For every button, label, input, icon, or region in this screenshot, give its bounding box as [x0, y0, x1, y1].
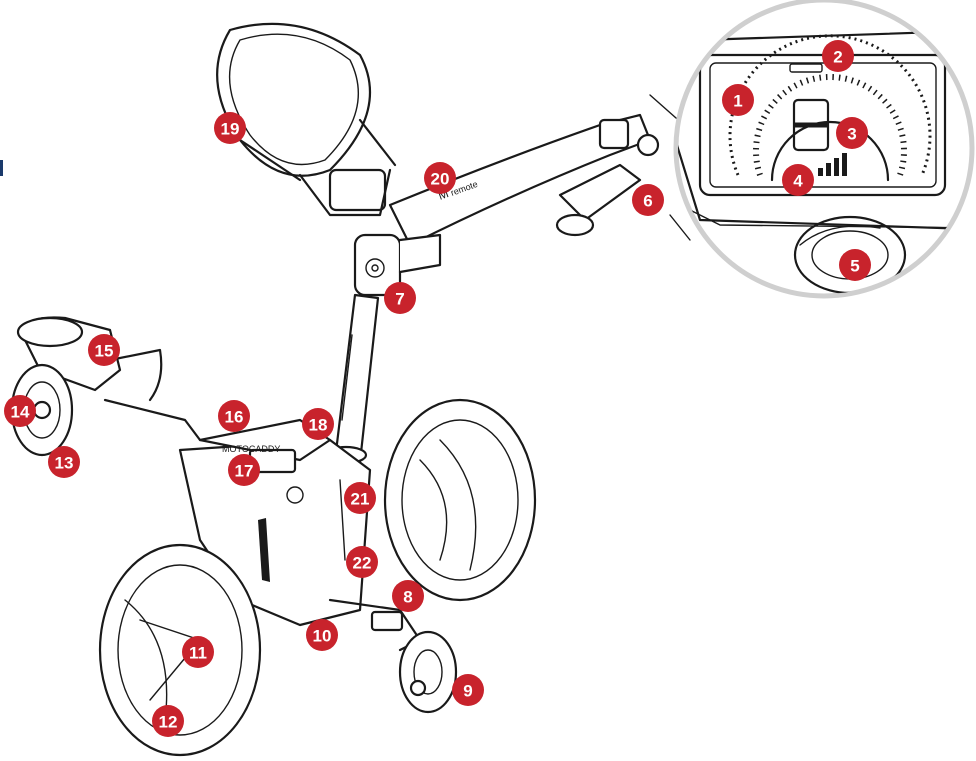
callout-marker: [722, 84, 754, 116]
callout-8: 8: [392, 580, 424, 612]
callout-3: 3: [836, 117, 868, 149]
callout-13: 13: [48, 446, 80, 478]
callout-number: 22: [353, 554, 372, 573]
callout-number: 19: [221, 120, 240, 139]
callout-number: 20: [431, 170, 450, 189]
callout-number: 18: [309, 416, 328, 435]
callout-7: 7: [384, 282, 416, 314]
callout-14: 14: [4, 395, 36, 427]
callout-number: 12: [159, 713, 178, 732]
callout-10: 10: [306, 619, 338, 651]
battery-indicator: [789, 63, 823, 73]
left-wheel: [98, 543, 262, 757]
display-zoom-inset: [649, 0, 975, 299]
callout-12: 12: [152, 705, 184, 737]
callout-marker: [822, 40, 854, 72]
callout-22: 22: [346, 546, 378, 578]
callout-marker: [344, 482, 376, 514]
handle-bar: [388, 113, 660, 247]
callout-16: 16: [218, 400, 250, 432]
callout-number: 9: [463, 682, 472, 701]
callout-number: 2: [833, 48, 842, 67]
callout-marker: [384, 282, 416, 314]
callout-marker: [228, 454, 260, 486]
callout-marker: [152, 705, 184, 737]
speed-digit: [792, 98, 830, 152]
callout-number: 8: [403, 588, 412, 607]
signal-bars: [818, 153, 847, 176]
chassis-brand: MOTOCADDY: [222, 444, 280, 454]
callout-marker: [839, 249, 871, 281]
callout-number: 6: [643, 192, 652, 211]
front-wheel-assembly: [328, 598, 458, 714]
callout-number: 21: [351, 490, 370, 509]
callout-marker: [424, 162, 456, 194]
callout-number: 16: [225, 408, 244, 427]
callout-number: 1: [733, 92, 742, 111]
callout-number: 3: [847, 125, 856, 144]
callout-11: 11: [182, 636, 214, 668]
callout-marker: [218, 400, 250, 432]
callout-number: 13: [55, 454, 74, 473]
callout-marker: [392, 580, 424, 612]
callout-number: 5: [850, 257, 859, 276]
callout-number: 4: [793, 172, 803, 191]
callout-marker: [306, 619, 338, 651]
callout-2: 2: [822, 40, 854, 72]
callout-marker: [48, 446, 80, 478]
front-accessory-wheel: [10, 363, 74, 457]
callout-marker: [346, 546, 378, 578]
callout-18: 18: [302, 408, 334, 440]
callout-number: 17: [235, 462, 254, 481]
callout-number: 14: [11, 403, 30, 422]
lower-bag-support: [16, 316, 202, 442]
callout-21: 21: [344, 482, 376, 514]
callout-number: 15: [95, 342, 114, 361]
callout-marker: [182, 636, 214, 668]
hinge-remote-holder: [353, 233, 442, 297]
callout-6: 6: [632, 184, 664, 216]
right-wheel: [383, 398, 537, 602]
callout-15: 15: [88, 334, 120, 366]
callout-marker: [632, 184, 664, 216]
callout-9: 9: [452, 674, 484, 706]
callout-number: 7: [395, 290, 404, 309]
callout-19: 19: [214, 112, 246, 144]
callout-4: 4: [782, 164, 814, 196]
callout-marker: [452, 674, 484, 706]
callout-marker: [782, 164, 814, 196]
main-shaft: [324, 293, 380, 465]
callout-1: 1: [722, 84, 754, 116]
callout-marker: [214, 112, 246, 144]
edge-mark: [0, 160, 3, 176]
callout-marker: [302, 408, 334, 440]
callout-20: 20: [424, 162, 456, 194]
callout-marker: [88, 334, 120, 366]
callout-number: 11: [189, 644, 207, 663]
callout-marker: [4, 395, 36, 427]
callout-number: 10: [313, 627, 332, 646]
callout-marker: [836, 117, 868, 149]
callout-5: 5: [839, 249, 871, 281]
upper-bag-support: [216, 22, 397, 217]
callout-17: 17: [228, 454, 260, 486]
